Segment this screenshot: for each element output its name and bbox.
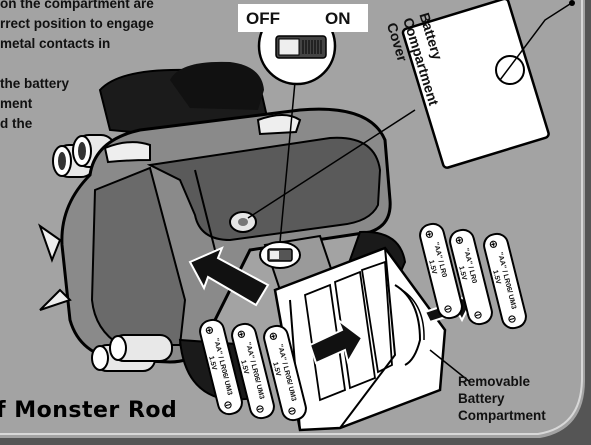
- spike-1: [38, 223, 62, 263]
- car-top-panel: [146, 136, 382, 242]
- product-title: f Monster Rod: [0, 398, 178, 423]
- switch-off-label: OFF: [246, 9, 280, 28]
- compartment-callout-line: [429, 349, 471, 383]
- cover-callout-line: [247, 109, 416, 219]
- spike-2: [39, 288, 72, 311]
- switch-callout-line: [279, 81, 296, 243]
- switch-label-plate: [238, 4, 368, 32]
- removable-label-line: Battery: [458, 391, 505, 406]
- battery-insert-arrow: [308, 317, 364, 365]
- antenna: [499, 3, 571, 81]
- car-switch: [259, 241, 301, 269]
- switch-on-label: ON: [325, 9, 351, 28]
- instruction-line: on the compartment are: [0, 0, 154, 11]
- car-side-panel: [90, 166, 187, 346]
- white-tab-left: [103, 141, 151, 164]
- page-edge-highlight: [0, 0, 583, 435]
- white-tab-right: [256, 114, 302, 136]
- insert-arrow: [188, 246, 270, 307]
- instruction-text: on the compartment are rrect position to…: [0, 0, 175, 54]
- exhaust-pipes: [52, 134, 116, 178]
- battery-cover: [401, 0, 550, 169]
- instruction-line: the battery: [0, 76, 70, 91]
- instruction-line: metal contacts in: [0, 36, 111, 51]
- hood-ridge: [194, 169, 216, 251]
- instruction-line: d the: [0, 116, 33, 131]
- instruction-text-2: the battery ment d the: [0, 74, 110, 134]
- instruction-line: rrect position to engage: [0, 16, 154, 31]
- instruction-line: ment: [0, 96, 33, 111]
- removable-compartment-label: Removable Battery Compartment: [458, 373, 546, 424]
- removable-label-line: Removable: [458, 374, 531, 389]
- front-wheel-top: [170, 61, 264, 110]
- removable-label-line: Compartment: [458, 408, 546, 423]
- bottom-pipes: [91, 334, 173, 372]
